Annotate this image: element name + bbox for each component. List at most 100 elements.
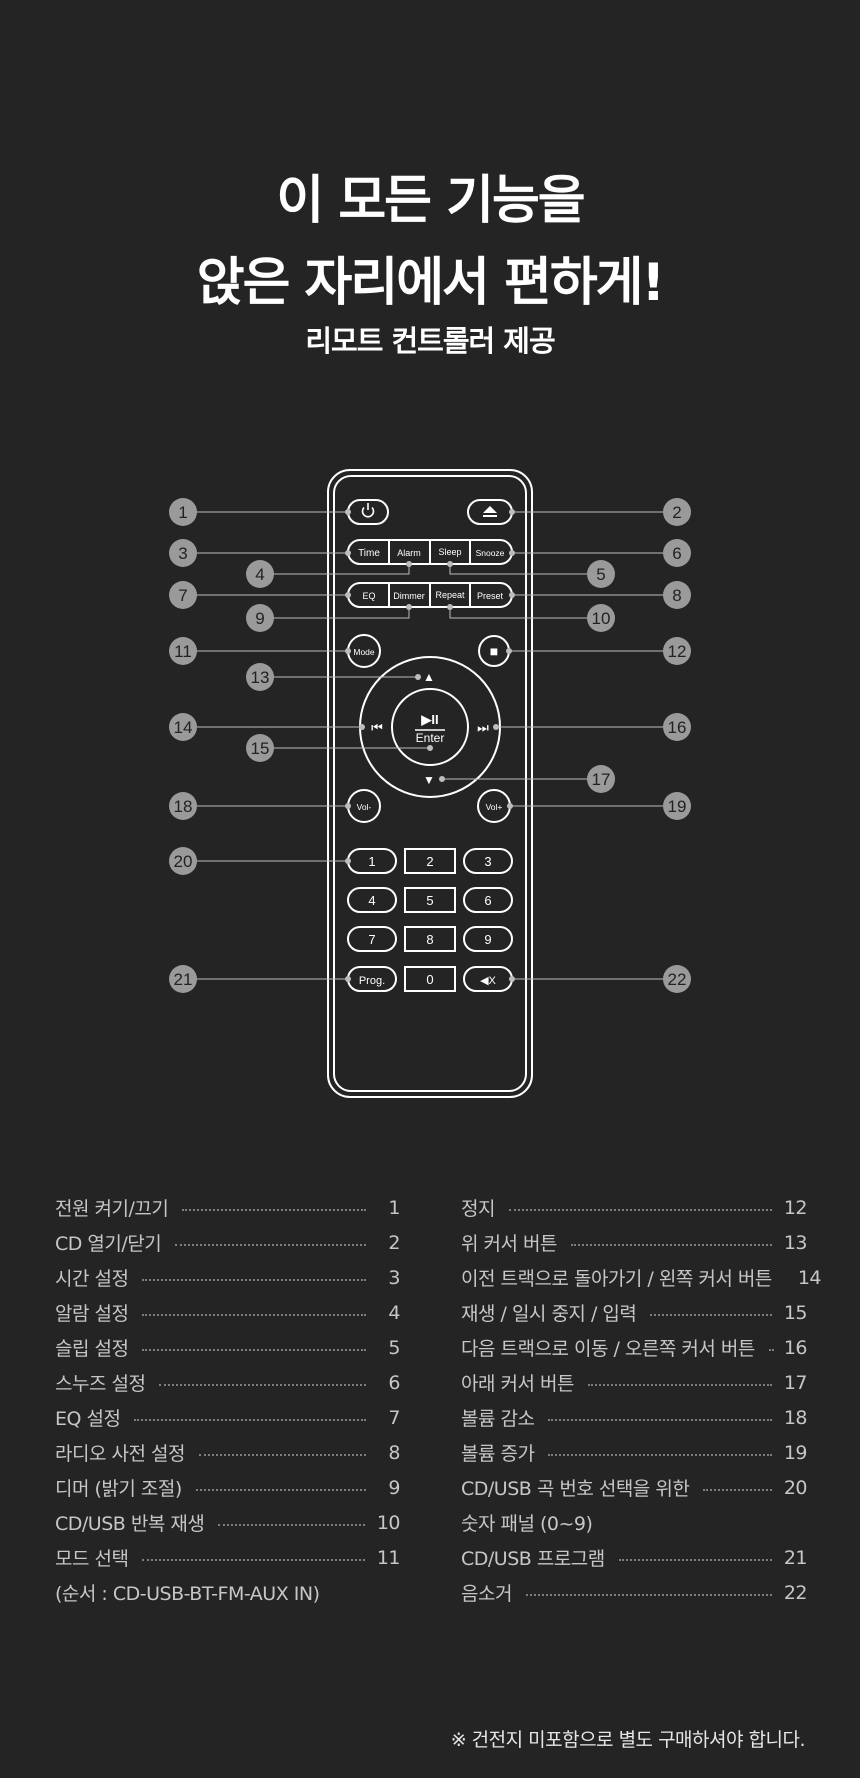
svg-text:2: 2 (672, 503, 681, 522)
dot-leader (142, 1278, 366, 1281)
preset-key-label: Preset (477, 591, 504, 601)
callout-4: 4 (246, 560, 274, 588)
function-number: 19 (783, 1441, 808, 1464)
svg-text:8: 8 (672, 586, 681, 605)
vol-down-key-label: Vol- (357, 802, 372, 812)
key-3-label: 3 (484, 854, 491, 869)
function-number: 13 (783, 1231, 808, 1254)
svg-text:6: 6 (672, 544, 681, 563)
key-5[interactable] (404, 887, 456, 913)
battery-note: ※ 건전지 미포함으로 별도 구매하셔야 합니다. (450, 1729, 806, 1751)
function-label: CD/USB 곡 번호 선택을 위한 (461, 1478, 690, 1500)
callout-7: 7 (169, 581, 197, 609)
key-6[interactable] (463, 887, 513, 913)
callout-1: 1 (169, 498, 197, 526)
vol-up-key-label: Vol+ (486, 802, 503, 812)
key-2-label: 2 (426, 854, 433, 869)
dot-leader (182, 1208, 366, 1211)
callout-21: 21 (169, 965, 197, 993)
key-0[interactable] (404, 966, 456, 992)
dot-leader (650, 1313, 772, 1316)
dot-leader (508, 1208, 772, 1211)
key-9[interactable] (463, 926, 513, 952)
function-label: CD 열기/닫기 (55, 1233, 162, 1255)
function-number: 18 (783, 1406, 808, 1429)
callout-13: 13 (246, 663, 274, 691)
function-list-item: 위 커서 버튼 13 (461, 1225, 808, 1260)
function-label: 위 커서 버튼 (461, 1233, 557, 1255)
key-7[interactable] (347, 926, 397, 952)
enter-button[interactable] (391, 688, 469, 766)
callout-18: 18 (169, 792, 197, 820)
function-label: 라디오 사전 설정 (55, 1443, 185, 1465)
function-number: 15 (783, 1301, 808, 1324)
stop-icon: ■ (490, 643, 498, 659)
callout-6: 6 (663, 539, 691, 567)
function-label: 음소거 (461, 1583, 512, 1605)
key-8[interactable] (404, 926, 456, 952)
function-number: 11 (376, 1546, 401, 1569)
svg-text:13: 13 (251, 668, 270, 687)
key-7-label: 7 (368, 932, 375, 947)
dimmer-key-label: Dimmer (393, 591, 425, 601)
svg-text:22: 22 (668, 970, 687, 989)
remote-body-outer (327, 469, 533, 1098)
function-number: 1 (388, 1196, 400, 1219)
function-label: 다음 트랙으로 이동 / 오른쪽 커서 버튼 (461, 1338, 755, 1360)
svg-text:11: 11 (174, 642, 192, 661)
function-label: EQ 설정 (55, 1408, 121, 1430)
svg-text:19: 19 (668, 797, 687, 816)
dot-leader (198, 1453, 366, 1456)
dot-leader (570, 1243, 772, 1246)
function-number: 14 (797, 1266, 822, 1289)
function-number: 9 (388, 1476, 400, 1499)
eq-key-label: EQ (362, 591, 375, 601)
callout-20: 20 (169, 847, 197, 875)
mode-key-label: Mode (353, 647, 375, 657)
remote-diagram: Time Alarm Sleep Snooze EQ Dimmer Repeat… (169, 469, 691, 1098)
dot-leader (525, 1593, 772, 1596)
key-2[interactable] (404, 848, 456, 874)
headline-line-1: 이 모든 기능을 (276, 171, 585, 231)
function-number: 21 (783, 1546, 808, 1569)
svg-text:4: 4 (255, 565, 264, 584)
callout-11: 11 (169, 637, 197, 665)
callout-14: 14 (169, 713, 197, 741)
dot-leader (134, 1418, 366, 1421)
key-4[interactable] (347, 887, 397, 913)
function-list-item: 숫자 패널 (0~9) (461, 1505, 807, 1540)
function-label: CD/USB 반복 재생 (55, 1513, 205, 1535)
svg-text:9: 9 (255, 609, 264, 628)
function-number: 6 (388, 1371, 400, 1394)
svg-text:1: 1 (178, 503, 187, 522)
function-list-item: 디머 (밝기 조절)9 (55, 1470, 401, 1505)
svg-text:3: 3 (178, 544, 187, 563)
callout-9: 9 (246, 604, 274, 632)
function-label: 이전 트랙으로 돌아가기 / 왼쪽 커서 버튼 (461, 1268, 772, 1290)
dot-leader (703, 1488, 772, 1491)
svg-text:18: 18 (174, 797, 193, 816)
callout-16: 16 (663, 713, 691, 741)
dot-leader (768, 1348, 772, 1351)
callout-5: 5 (587, 560, 615, 588)
key-3[interactable] (463, 848, 513, 874)
dot-leader (548, 1453, 772, 1456)
key-1-label: 1 (368, 854, 375, 869)
svg-text:10: 10 (592, 609, 611, 628)
function-label: 모드 선택 (55, 1548, 129, 1570)
function-number: 7 (388, 1406, 400, 1429)
function-list-item: 모드 선택 11 (55, 1540, 401, 1575)
key-5-label: 5 (426, 893, 433, 908)
key-6-label: 6 (484, 893, 491, 908)
function-number: 4 (388, 1301, 400, 1324)
function-label: 아래 커서 버튼 (461, 1373, 574, 1395)
